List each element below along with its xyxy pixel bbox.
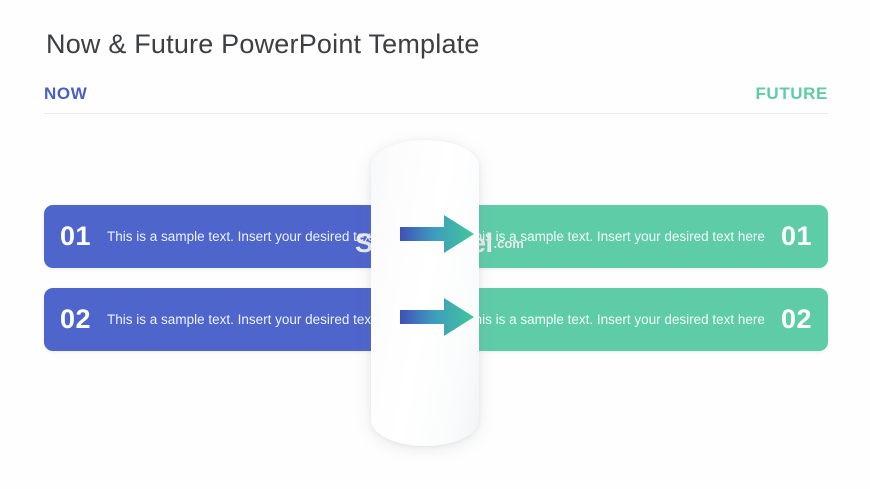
arrow-right-icon xyxy=(400,298,474,336)
center-cylinder-shape xyxy=(371,140,479,446)
future-bar-1[interactable]: This is a sample text. Insert your desir… xyxy=(432,205,828,268)
arrow-right-icon xyxy=(400,215,474,253)
header-label-future: FUTURE xyxy=(755,84,828,103)
header-label-now: NOW xyxy=(44,84,88,103)
column-headers: NOW FUTURE xyxy=(44,84,828,114)
future-text-2: This is a sample text. Insert your desir… xyxy=(466,312,765,327)
now-bar-2[interactable]: 02 This is a sample text. Insert your de… xyxy=(44,288,419,351)
now-text-2: This is a sample text. Insert your desir… xyxy=(107,312,406,327)
now-number-1: 01 xyxy=(60,221,92,251)
future-number-1: 01 xyxy=(780,221,812,251)
page-title: Now & Future PowerPoint Template xyxy=(46,29,480,59)
header-divider xyxy=(44,113,828,114)
now-bar-1[interactable]: 01 This is a sample text. Insert your de… xyxy=(44,205,419,268)
now-text-1: This is a sample text. Insert your desir… xyxy=(107,229,406,244)
future-number-2: 02 xyxy=(780,304,812,334)
comparison-row: 01 This is a sample text. Insert your de… xyxy=(0,205,870,268)
now-number-2: 02 xyxy=(60,304,92,334)
comparison-row: 02 This is a sample text. Insert your de… xyxy=(0,288,870,351)
future-bar-2[interactable]: This is a sample text. Insert your desir… xyxy=(432,288,828,351)
future-text-1: This is a sample text. Insert your desir… xyxy=(466,229,765,244)
